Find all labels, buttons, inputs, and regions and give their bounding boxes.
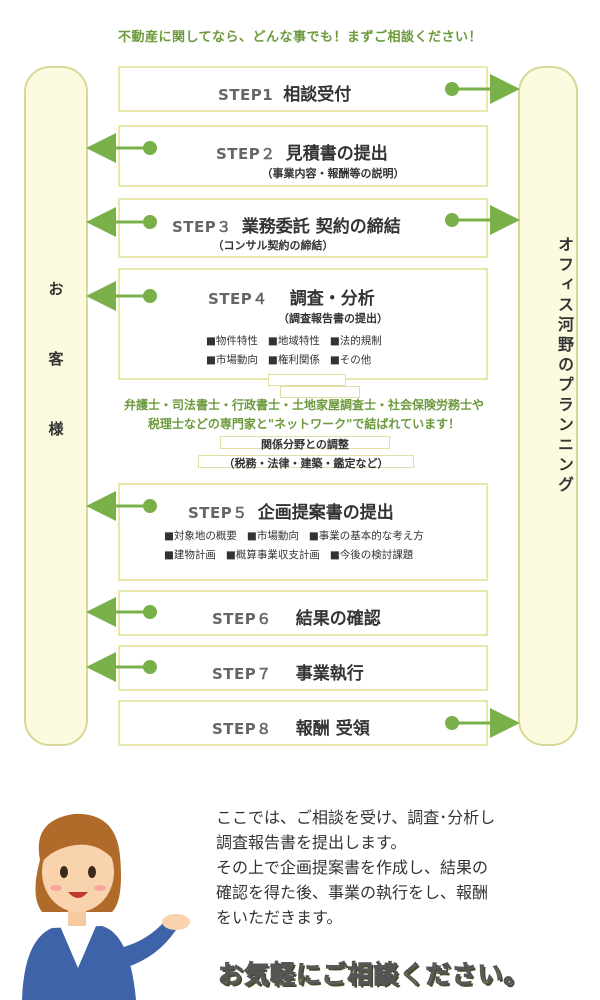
step-4-subtitle: （調査報告書の提出） (278, 312, 388, 325)
step-1-box: STEP1 相談受付 (118, 66, 488, 112)
step-4-number: STEP４ (208, 290, 268, 308)
bullet-item: ■概算事業収支計画 (225, 549, 320, 561)
bullet-item: ■その他 (329, 354, 372, 366)
bullet-item: ■事業の基本的な考え方 (308, 530, 424, 542)
adjustment-subtitle: （税務・法律・建築・鑑定など） (223, 457, 389, 470)
network-line-1: 弁護士・司法書士・行政書士・土地家屋調査士・社会保険労務士や (123, 398, 484, 412)
step-7-number: STEP７ (212, 665, 272, 683)
step-3-subtitle: （コンサル契約の締結） (212, 239, 334, 252)
step-5-number: STEP５ (188, 504, 248, 522)
explanation-line-3: その上で企画提案書を作成し、結果の (216, 858, 489, 877)
flow-arrows (86, 74, 520, 738)
step-5-heading: STEP５ 企画提案書の提出 (188, 498, 394, 523)
step-5-bullet-row: ■対象地の概要 ■市場動向 ■事業の基本的な考え方 (164, 527, 434, 546)
step-3-number: STEP３ (172, 218, 232, 236)
step-3-box: STEP３ 業務委託 契約の締結 （コンサル契約の締結） (118, 198, 488, 258)
call-to-action: お気軽にご相談ください。 (218, 960, 530, 990)
arrow-step8-to-office (445, 708, 520, 738)
bullet-item: ■地域特性 (267, 335, 320, 347)
step-2-heading: STEP２ 見積書の提出 (216, 139, 388, 164)
step-2-subtitle: （事業内容・報酬等の説明） (261, 167, 405, 180)
step-6-title: 結果の確認 (295, 609, 381, 629)
office-pillar: オフィス河野のプランニング (518, 66, 578, 746)
step-6-number: STEP６ (212, 610, 272, 628)
step-1-title: 相談受付 (283, 85, 352, 105)
customer-label: お 客 様 (26, 254, 86, 464)
consultant-illustration (22, 813, 190, 1000)
customer-char-1: お (48, 280, 64, 298)
network-line-2: 税理士などの専門家と"ネットワーク"で結ばれています！ (147, 417, 461, 431)
step-4-title: 調査・分析 (289, 289, 375, 309)
step-3-heading: STEP３ 業務委託 契約の締結 (172, 212, 401, 237)
step-8-title: 報酬 受領 (295, 719, 370, 739)
arrow-step3-to-customer (86, 207, 157, 237)
bullet-item: ■対象地の概要 (164, 530, 237, 542)
bullet-item: ■市場動向 (246, 530, 299, 542)
bullet-item: ■今後の検討課題 (329, 549, 414, 561)
step-6-heading: STEP６ 結果の確認 (212, 604, 381, 629)
step-2-number: STEP２ (216, 145, 276, 163)
connector-box (220, 436, 390, 449)
bullet-item: ■権利関係 (267, 354, 320, 366)
step-4-box: STEP４ 調査・分析 （調査報告書の提出） ■物件特性 ■地域特性 ■法的規制 ■市… (118, 268, 488, 380)
step-7-box: STEP７ 事業執行 (118, 645, 488, 691)
step-7-title: 事業執行 (295, 664, 364, 684)
connector-box (280, 386, 360, 398)
bullet-item: ■建物計画 (164, 549, 216, 561)
explanation-line-4: 確認を得た後、事業の執行をし、報酬 (216, 883, 489, 902)
step-8-box: STEP８ 報酬 受領 (118, 700, 488, 746)
step-4-bullets: ■物件特性 ■地域特性 ■法的規制 ■市場動向 ■権利関係 ■その他 (206, 332, 392, 370)
explanation-line-1: ここでは、ご相談を受け、調査･分析し (216, 808, 496, 827)
arrow-step7-to-customer (86, 652, 157, 682)
customer-char-2: 客 (48, 350, 64, 368)
arrow-step4-to-customer (86, 281, 157, 311)
step-4-bullet-row: ■市場動向 ■権利関係 ■その他 (206, 351, 392, 370)
explanation-line-2: 調査報告書を提出します。 (216, 833, 407, 852)
customer-pillar: お 客 様 (24, 66, 88, 746)
arrow-step5-to-customer (86, 491, 157, 521)
step-8-heading: STEP８ 報酬 受領 (212, 714, 370, 739)
arrow-step1-to-office (445, 74, 520, 104)
explanation-line-5: をいただきます。 (216, 908, 343, 927)
connector-box (198, 455, 414, 468)
arrow-step6-to-customer (86, 597, 157, 627)
step-2-box: STEP２ 見積書の提出 （事業内容・報酬等の説明） (118, 125, 488, 187)
step-5-bullets: ■対象地の概要 ■市場動向 ■事業の基本的な考え方 ■建物計画 ■概算事業収支計画 ■今… (164, 527, 434, 565)
network-text: 弁護士・司法書士・行政書士・土地家屋調査士・社会保険労務士や 税理士などの専門家… (94, 396, 514, 434)
step-1-number: STEP1 (218, 86, 274, 104)
step-5-title: 企画提案書の提出 (257, 503, 394, 523)
step-2-title: 見積書の提出 (285, 144, 388, 164)
bullet-item: ■市場動向 (206, 354, 258, 366)
explanation-text: ここでは、ご相談を受け、調査･分析し 調査報告書を提出します。 その上で企画提案… (216, 805, 576, 930)
step-3-title: 業務委託 契約の締結 (241, 217, 401, 237)
bullet-item: ■法的規制 (329, 335, 382, 347)
step-5-bullet-row: ■建物計画 ■概算事業収支計画 ■今後の検討課題 (164, 546, 434, 565)
step-7-heading: STEP７ 事業執行 (212, 659, 364, 684)
adjustment-title: 関係分野との調整 (261, 438, 349, 451)
connector-box (268, 374, 346, 386)
tagline: 不動産に関してなら、どんな事でも！まずご相談ください！ (117, 30, 483, 45)
step-8-number: STEP８ (212, 720, 272, 738)
office-label: オフィス河野のプランニング (555, 236, 574, 496)
step-4-heading: STEP４ 調査・分析 (208, 284, 375, 309)
arrow-step3-to-office (445, 205, 520, 235)
step-5-box: STEP５ 企画提案書の提出 ■対象地の概要 ■市場動向 ■事業の基本的な考え方 ■建… (118, 483, 488, 581)
bullet-item: ■物件特性 (206, 335, 258, 347)
customer-char-3: 様 (48, 420, 64, 438)
arrow-step2-to-customer (86, 133, 157, 163)
step-4-bullet-row: ■物件特性 ■地域特性 ■法的規制 (206, 332, 392, 351)
step-1-heading: STEP1 相談受付 (218, 80, 351, 105)
